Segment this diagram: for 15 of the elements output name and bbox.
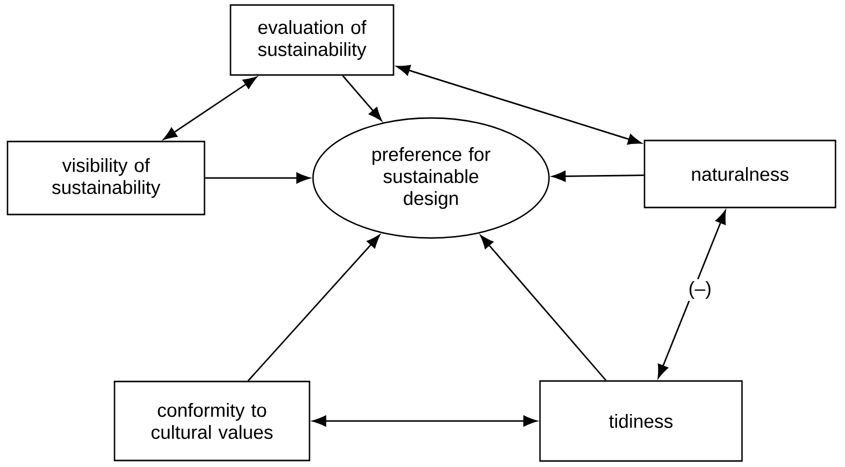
arrow (658, 210, 726, 378)
factor-box: visibility of sustainability (6, 140, 206, 216)
factor-box: tidiness (539, 380, 743, 462)
edge-label: (–) (686, 279, 714, 301)
arrow (396, 65, 642, 145)
arrow (248, 234, 380, 382)
factor-box: naturalness (644, 140, 836, 208)
arrow (342, 75, 382, 121)
factor-box: evaluation of sustainability (230, 4, 394, 76)
arrow (552, 170, 644, 182)
arrow (163, 76, 257, 140)
arrow (205, 172, 310, 184)
factor-box: conformity to cultural values (114, 380, 310, 462)
arrow (480, 235, 606, 381)
arrow (312, 416, 537, 426)
